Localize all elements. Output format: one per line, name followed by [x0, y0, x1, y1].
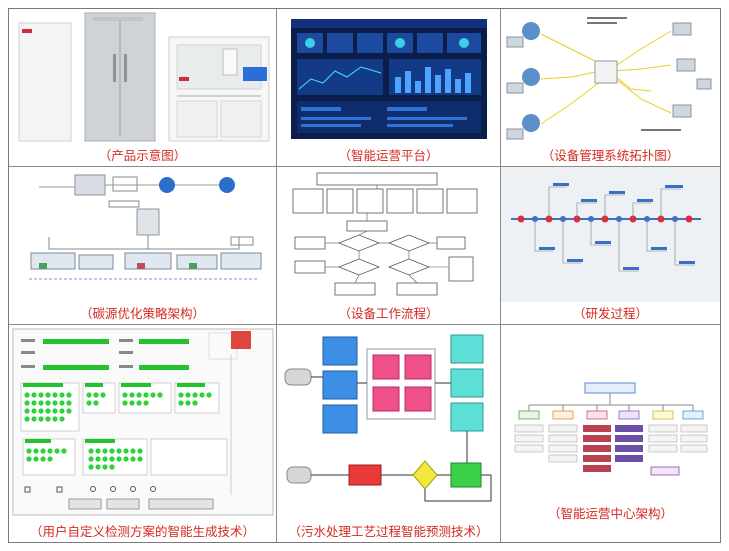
- panel-custom-detection-scheme: （用户自定义检测方案的智能生成技术）: [9, 325, 277, 542]
- caption-rd-process: （研发过程）: [572, 306, 648, 321]
- caption-carbon-source-strategy: （碳源优化策略架构）: [79, 306, 205, 321]
- topology-illustration: [506, 17, 712, 140]
- image-grid: （产品示意图） （智能运营平台）: [8, 8, 721, 543]
- panel-rd-process: （研发过程）: [501, 167, 720, 325]
- caption-equipment-workflow: （设备工作流程）: [338, 306, 439, 321]
- panel-wastewater-prediction: （污水处理工艺过程智能预测技术）: [277, 325, 501, 542]
- panel-device-topology: （设备管理系统拓扑图）: [501, 9, 720, 167]
- caption-operation-center-architecture: （智能运营中心架构）: [547, 506, 673, 521]
- caption-smart-operation-platform: （智能运营平台）: [338, 148, 439, 163]
- panel-smart-operation-platform: （智能运营平台）: [277, 9, 501, 167]
- caption-product-images: （产品示意图）: [98, 148, 187, 163]
- panel-operation-center-architecture: （智能运营中心架构）: [501, 325, 720, 542]
- caption-custom-detection-scheme: （用户自定义检测方案的智能生成技术）: [29, 524, 255, 539]
- workflow-illustration: [292, 172, 478, 296]
- architecture-illustration: [514, 382, 708, 476]
- product-illustration: [18, 12, 270, 142]
- caption-wastewater-prediction: （污水处理工艺过程智能预测技术）: [288, 524, 489, 539]
- wastewater-flow-illustration: [284, 334, 492, 502]
- caption-device-topology: （设备管理系统拓扑图）: [541, 148, 680, 163]
- panel-carbon-source-strategy: （碳源优化策略架构）: [9, 167, 277, 325]
- panel-product-images: （产品示意图）: [9, 9, 277, 167]
- detection-scheme-illustration: [12, 328, 274, 516]
- rd-timeline-illustration: [501, 167, 720, 302]
- panel-equipment-workflow: （设备工作流程）: [277, 167, 501, 325]
- dashboard-illustration: [291, 19, 487, 139]
- carbon-strategy-illustration: [29, 174, 262, 280]
